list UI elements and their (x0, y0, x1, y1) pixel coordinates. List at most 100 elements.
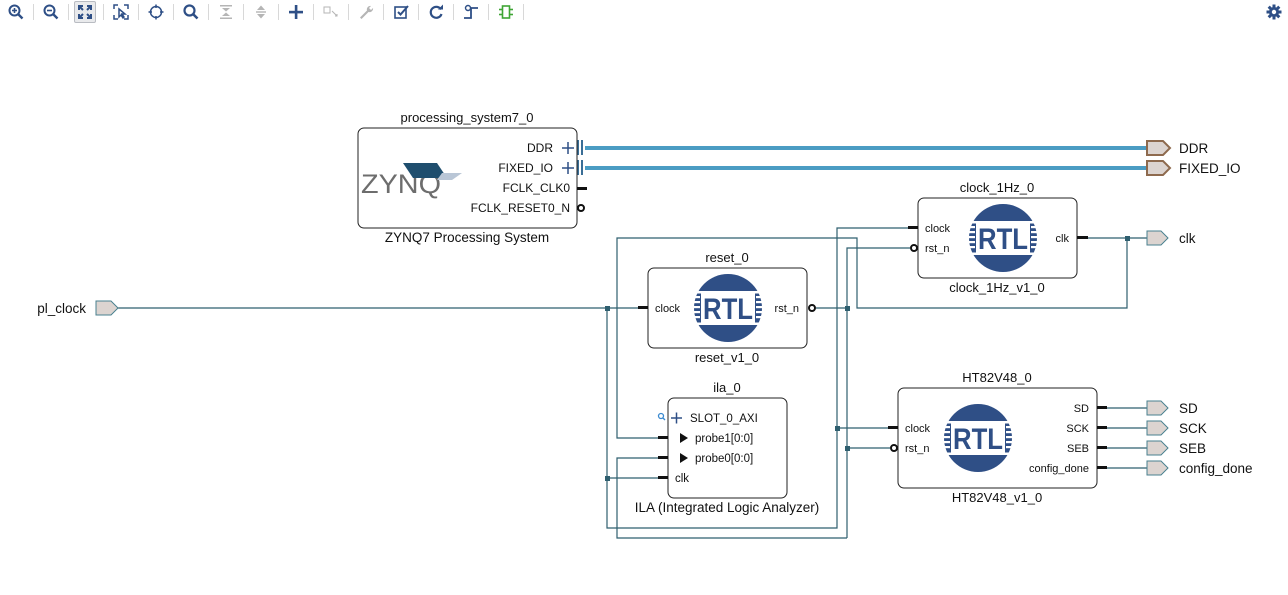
zoom-in-icon (8, 4, 24, 20)
external-port-label: clk (1179, 231, 1196, 246)
port-label: FCLK_CLK0 (503, 181, 571, 195)
wire-clk-to-ila-probe1[interactable] (616, 237, 1128, 439)
block-ila[interactable]: ila_0 SLOT_0_AXI probe1[0:0] probe0[0:0]… (635, 380, 820, 515)
toolbar-separator (278, 4, 279, 20)
external-port-sd[interactable]: SD (1146, 400, 1198, 416)
zoom-out-icon (43, 4, 59, 20)
port-label: clk (1056, 233, 1070, 245)
port-pin[interactable] (1097, 406, 1107, 409)
port-pin[interactable] (1097, 446, 1107, 449)
port-label: clock (925, 223, 951, 235)
zoom-in-button[interactable] (5, 1, 27, 23)
validate-icon (394, 5, 409, 19)
refresh-icon (429, 4, 443, 19)
junction-dot (605, 476, 610, 481)
zoom-fit-button[interactable] (74, 1, 96, 23)
expand-icon (256, 5, 266, 19)
block-ht82v48[interactable]: HT82V48_0 RTL clock rst_n SD SCK SEB con… (888, 370, 1107, 505)
port-pin[interactable] (888, 426, 898, 429)
collapse-all-button[interactable] (215, 1, 237, 23)
toolbar-separator (68, 4, 69, 20)
zoom-fit-icon (78, 5, 92, 19)
expand-port-icon[interactable] (562, 162, 574, 174)
block-instance-name: clock_1Hz_0 (960, 180, 1034, 195)
expand-triangle-icon[interactable] (680, 453, 688, 463)
zoom-area-icon (113, 4, 129, 20)
port-pin-inverted[interactable] (910, 244, 918, 252)
auto-connect-button[interactable] (145, 1, 167, 23)
block-diagram-canvas[interactable]: processing_system7_0 ZYNQ DDR FIXED_IO F… (0, 25, 1288, 595)
debug-probe-icon[interactable] (657, 412, 666, 421)
gear-icon (1266, 4, 1282, 20)
validate-button[interactable] (390, 1, 412, 23)
port-pin-inverted[interactable] (577, 204, 585, 212)
port-pin[interactable] (1077, 236, 1088, 239)
wire-pl-clock-to-ila-clk[interactable] (606, 227, 910, 529)
external-port-sck[interactable]: SCK (1146, 420, 1207, 436)
toolbar-separator (523, 4, 524, 20)
wire-rstn-to-clock1hz[interactable] (846, 247, 910, 538)
port-pin[interactable] (658, 436, 668, 439)
zoom-out-button[interactable] (40, 1, 62, 23)
port-pin[interactable] (638, 306, 648, 309)
zoom-area-button[interactable] (110, 1, 132, 23)
external-port-label: SEB (1179, 441, 1206, 456)
port-label: clock (905, 423, 931, 435)
expand-triangle-icon[interactable] (680, 433, 688, 443)
port-pin-inverted[interactable] (890, 444, 898, 452)
module-icon (499, 5, 513, 19)
external-port-clk[interactable]: clk (1146, 230, 1196, 246)
port-label: clk (675, 473, 689, 485)
port-label: rst_n (905, 443, 929, 455)
expand-port-icon[interactable] (562, 142, 574, 154)
port-label: rst_n (775, 303, 799, 315)
block-type-label: ILA (Integrated Logic Analyzer) (635, 500, 820, 515)
block-processing-system7[interactable]: processing_system7_0 ZYNQ DDR FIXED_IO F… (357, 110, 587, 245)
block-instance-name: HT82V48_0 (962, 370, 1031, 385)
external-port-fixed-io[interactable]: FIXED_IO (1146, 160, 1241, 176)
external-port-ddr[interactable]: DDR (1146, 140, 1208, 156)
port-label: FIXED_IO (498, 161, 553, 175)
rtl-logo-text: RTL (978, 223, 1028, 256)
port-pin[interactable] (658, 456, 668, 459)
optimize-routing-button[interactable] (460, 1, 482, 23)
toolbar-separator (453, 4, 454, 20)
bus-fixed-io[interactable] (577, 160, 1147, 175)
add-module-button[interactable] (495, 1, 517, 23)
port-pin-inverted[interactable] (808, 304, 816, 312)
port-pin[interactable] (577, 187, 587, 190)
port-label: probe1[0:0] (695, 433, 753, 445)
block-clock-1hz[interactable]: clock_1Hz_0 RTL clock rst_n clk clock_1H… (908, 180, 1088, 295)
plus-icon (289, 5, 303, 19)
expand-port-icon[interactable] (671, 412, 682, 424)
port-pin[interactable] (1097, 426, 1107, 429)
external-port-label: FIXED_IO (1179, 161, 1241, 176)
port-label: SD (1074, 403, 1089, 415)
block-type-label: ZYNQ7 Processing System (385, 230, 549, 245)
settings-button[interactable] (1263, 1, 1285, 23)
search-button[interactable] (180, 1, 202, 23)
bus-ddr[interactable] (577, 140, 1147, 155)
add-ip-button[interactable] (285, 1, 307, 23)
port-pin[interactable] (658, 476, 668, 479)
external-port-pl-clock[interactable]: pl_clock (37, 300, 119, 316)
collapse-icon (220, 5, 232, 19)
properties-button[interactable] (355, 1, 377, 23)
make-external-icon (323, 6, 338, 17)
routing-icon (464, 4, 478, 19)
port-label: SCK (1066, 423, 1089, 435)
external-port-config-done[interactable]: config_done (1146, 460, 1253, 476)
search-icon (183, 4, 199, 20)
port-pin[interactable] (908, 226, 918, 229)
toolbar-separator (348, 4, 349, 20)
toolbar-separator (138, 4, 139, 20)
external-port-seb[interactable]: SEB (1146, 440, 1206, 456)
make-external-button[interactable] (320, 1, 342, 23)
block-reset[interactable]: reset_0 RTL clock rst_n reset_v1_0 (638, 250, 816, 365)
block-instance-name: reset_0 (705, 250, 748, 265)
regenerate-button[interactable] (425, 1, 447, 23)
junction-dot (845, 306, 850, 311)
expand-all-button[interactable] (250, 1, 272, 23)
port-pin[interactable] (1097, 466, 1107, 469)
wire-rstn-to-ila-probe0[interactable] (616, 457, 847, 539)
